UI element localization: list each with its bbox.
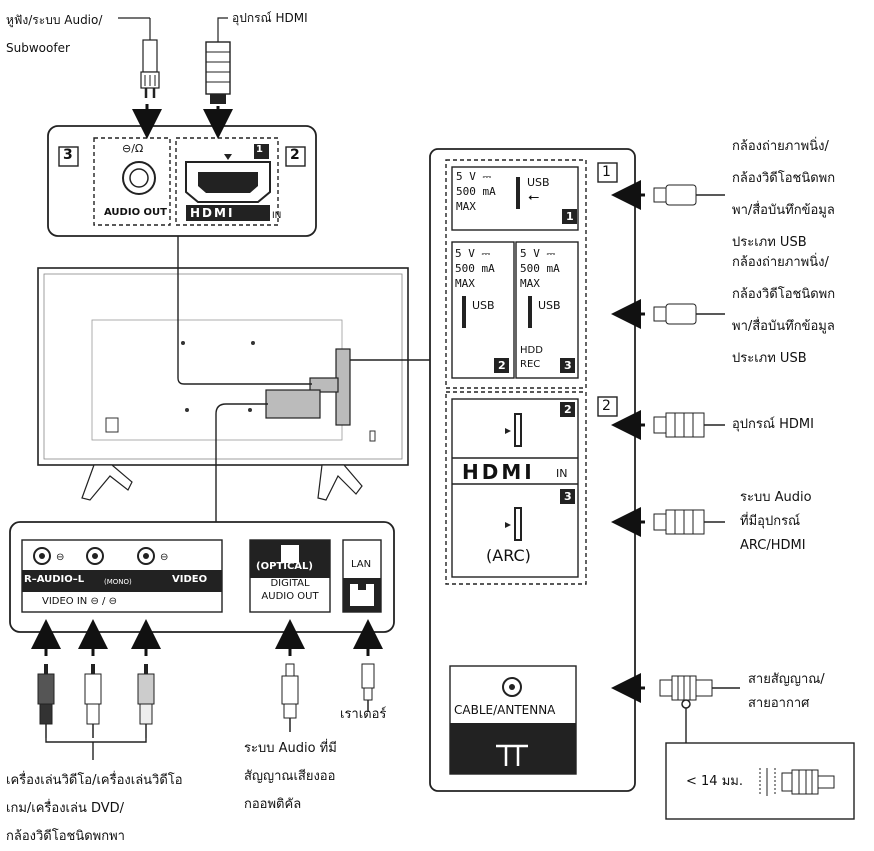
headphone-label: หูฟัง/ระบบ Audio/ Subwoofer: [6, 13, 103, 55]
hdmi-device-top-label: อุปกรณ์ HDMI: [232, 11, 308, 25]
optical-plug: [281, 663, 299, 732]
usb2-num: 2: [498, 359, 506, 372]
rca-symbol-2: ⊖: [160, 552, 169, 563]
rca-symbol-1: ⊖: [56, 552, 65, 563]
arc-label: (ARC): [486, 546, 531, 565]
hdmi-logo-top: HDMI: [190, 206, 235, 220]
group-num-1: 1: [602, 164, 611, 180]
hdmi-plug-right-1: [611, 410, 725, 440]
lan-label: LAN: [351, 559, 372, 570]
optical-label: (OPTICAL): [256, 561, 313, 572]
router-label: เราเตอร์: [340, 707, 387, 722]
video-label: VIDEO: [172, 574, 208, 585]
r-audio-l-label: R–AUDIO–L: [24, 574, 85, 585]
hdmi-plug-right-2: [611, 507, 725, 537]
lan-plug: [361, 663, 375, 712]
usb2-label: USB: [472, 299, 495, 312]
usb-plug-a: [611, 180, 725, 210]
group-num-2: 2: [602, 398, 611, 414]
hdmi-device-right-label: อุปกรณ์ HDMI: [732, 417, 814, 432]
usb-device-label-a: กล้องถ่ายภาพนิ่ง/กล้องวิดีโอชนิดพก พา/สื…: [732, 139, 836, 250]
usb1-num: 1: [566, 210, 574, 223]
port-num-3: 3: [63, 147, 73, 163]
usb3-num: 3: [564, 359, 572, 372]
video-devices-label: เครื่องเล่นวิดีโอ/เครื่องเล่นวิดีโอ เกม/…: [6, 773, 183, 844]
tv-back: [37, 267, 409, 501]
video-in-label: VIDEO IN ⊖ / ⊖: [42, 596, 117, 607]
rca-plug-white: [84, 664, 102, 738]
size-note-plug: [759, 768, 835, 796]
hdmi3-num: 3: [564, 490, 572, 503]
hdmi-in-top: IN: [272, 211, 282, 221]
size-note: < 14 มม.: [686, 774, 743, 789]
hdmi-in-side: IN: [556, 467, 568, 480]
usb1-label: USB: [527, 176, 550, 189]
audio-out-label: AUDIO OUT: [104, 207, 167, 218]
cable-label: สายสัญญาณ/สายอากาศ: [748, 672, 825, 711]
usb-plug-b: [611, 299, 725, 329]
port-num-2: 2: [290, 147, 300, 163]
hdmi2-num: 2: [564, 403, 572, 416]
headphone-icon: ⊖/Ω: [122, 142, 144, 155]
hdmi-badge-1: 1: [256, 144, 263, 155]
usb-device-label-b: กล้องถ่ายภาพนิ่ง/กล้องวิดีโอชนิดพก พา/สื…: [732, 255, 836, 366]
rca-plug-red: [37, 664, 55, 738]
hdmi-logo-side: HDMI: [462, 460, 535, 484]
rca-plug-yellow: [137, 664, 155, 738]
coax-plug: [611, 673, 740, 743]
usb-icon: ⭠: [528, 189, 540, 205]
optical-audio-label: ระบบ Audio ที่มี สัญญาณเสียงออ กออพติคัล: [244, 741, 337, 812]
mono-label: (MONO): [104, 578, 132, 586]
usb3-label: USB: [538, 299, 561, 312]
antenna-label: CABLE/ANTENNA: [454, 703, 556, 717]
